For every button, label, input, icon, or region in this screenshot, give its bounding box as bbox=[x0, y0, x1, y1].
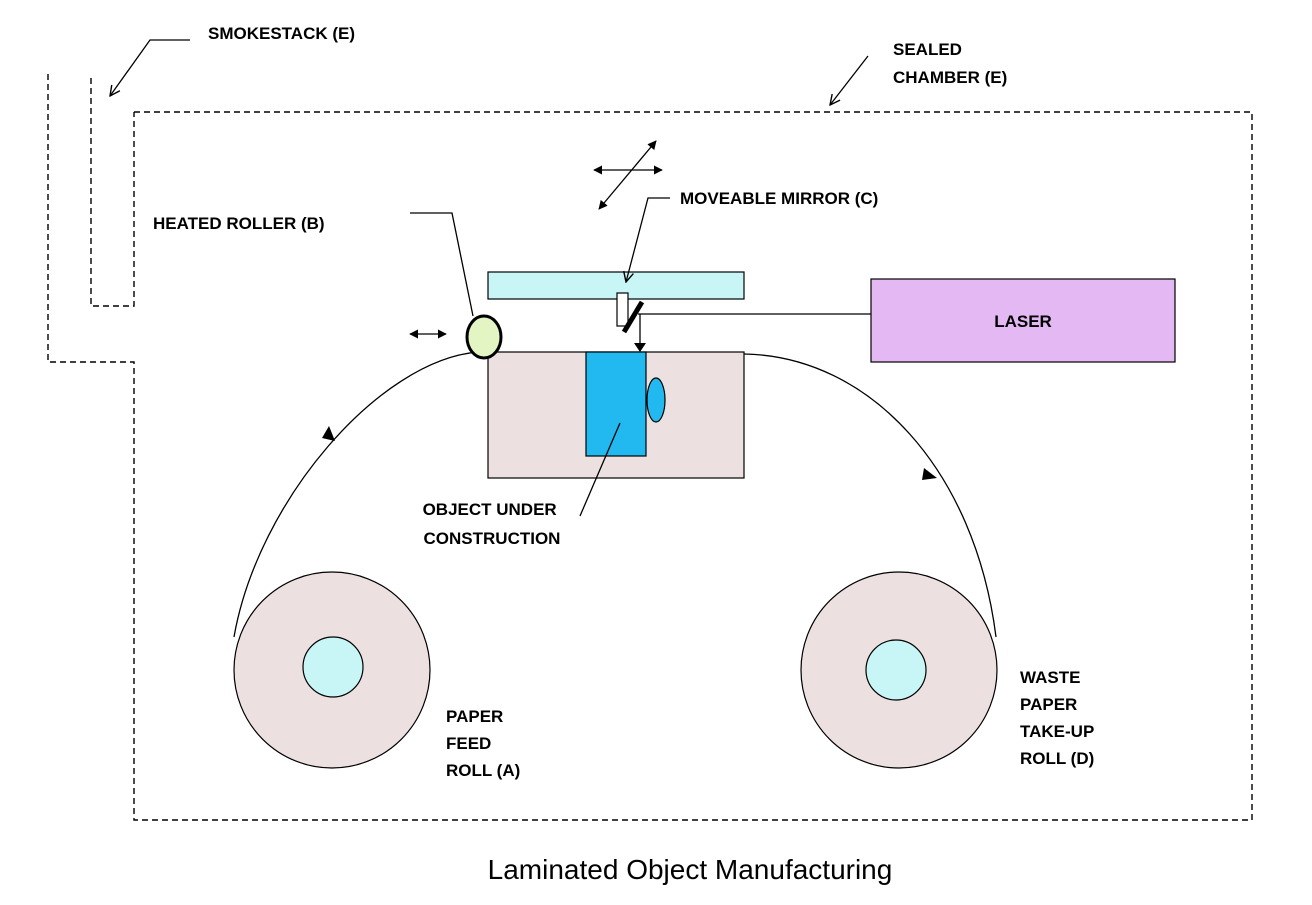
paper-path bbox=[233, 351, 997, 638]
waste-take-up-roll bbox=[800, 571, 998, 769]
laser-beam bbox=[634, 313, 871, 352]
mirror-gantry bbox=[487, 271, 745, 300]
leader-lines bbox=[110, 39, 869, 517]
smokestack-label: SMOKESTACK (E) bbox=[208, 24, 355, 43]
diagram-title: Laminated Object Manufacturing bbox=[488, 854, 893, 885]
laser-label: LASER bbox=[994, 312, 1052, 331]
paper-feed-roll bbox=[233, 571, 431, 769]
waste-take-up-roll-label: WASTE PAPER TAKE-UP ROLL (D) bbox=[1020, 668, 1099, 768]
object-under-construction-label: OBJECT UNDER CONSTRUCTION bbox=[423, 500, 562, 548]
laser-unit bbox=[870, 278, 1176, 363]
sealed-chamber-label: SEALED CHAMBER (E) bbox=[893, 40, 1007, 87]
moveable-mirror-label: MOVEABLE MIRROR (C) bbox=[680, 189, 878, 208]
paper-feed-roll-label: PAPER FEED ROLL (A) bbox=[446, 707, 520, 780]
object-under-construction bbox=[585, 351, 666, 457]
moveable-mirror bbox=[616, 292, 645, 334]
mirror-motion-arrows bbox=[593, 140, 663, 210]
paper-flow-arrow-left bbox=[322, 426, 335, 441]
heated-roller bbox=[465, 314, 503, 360]
sealed-chamber-outline bbox=[47, 70, 1253, 821]
heated-roller-label: HEATED ROLLER (B) bbox=[153, 214, 325, 233]
paper-flow-arrow-right bbox=[922, 468, 937, 480]
